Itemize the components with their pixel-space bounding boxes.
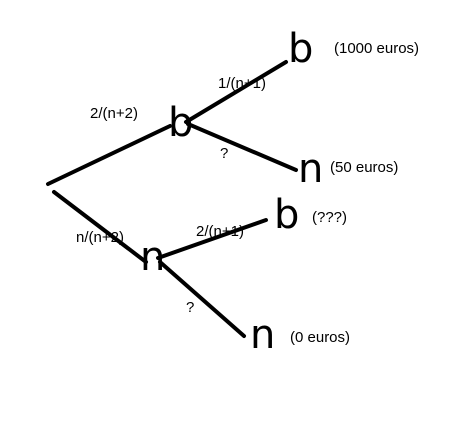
node-first-b: b	[168, 100, 193, 146]
prob-label-b-to-n: ?	[220, 145, 228, 162]
leaf-bn-label: n	[298, 146, 323, 192]
leaf-nb-payoff: (???)	[312, 209, 347, 226]
edge-root-to-n	[52, 190, 148, 264]
edge-n-to-b	[156, 218, 268, 260]
leaf-nb-label: b	[274, 192, 299, 238]
leaf-bn-payoff: (50 euros)	[330, 159, 398, 176]
edge-b-to-n	[186, 122, 298, 172]
leaf-nn-payoff: (0 euros)	[290, 329, 350, 346]
prob-label-n-to-b: 2/(n+1)	[196, 223, 244, 240]
leaf-nn-label: n	[250, 312, 275, 358]
prob-label-root-to-n: n/(n+2)	[76, 229, 124, 246]
node-first-n: n	[140, 234, 165, 280]
edge-n-to-n	[158, 260, 246, 338]
leaf-bb-label: b	[288, 26, 313, 72]
edge-root-to-b	[46, 124, 172, 186]
prob-label-n-to-n: ?	[186, 299, 194, 316]
prob-label-root-to-b: 2/(n+2)	[90, 105, 138, 122]
leaf-bb-payoff: (1000 euros)	[334, 40, 419, 57]
prob-label-b-to-b: 1/(n+1)	[218, 75, 266, 92]
edge-b-to-b	[184, 60, 288, 124]
